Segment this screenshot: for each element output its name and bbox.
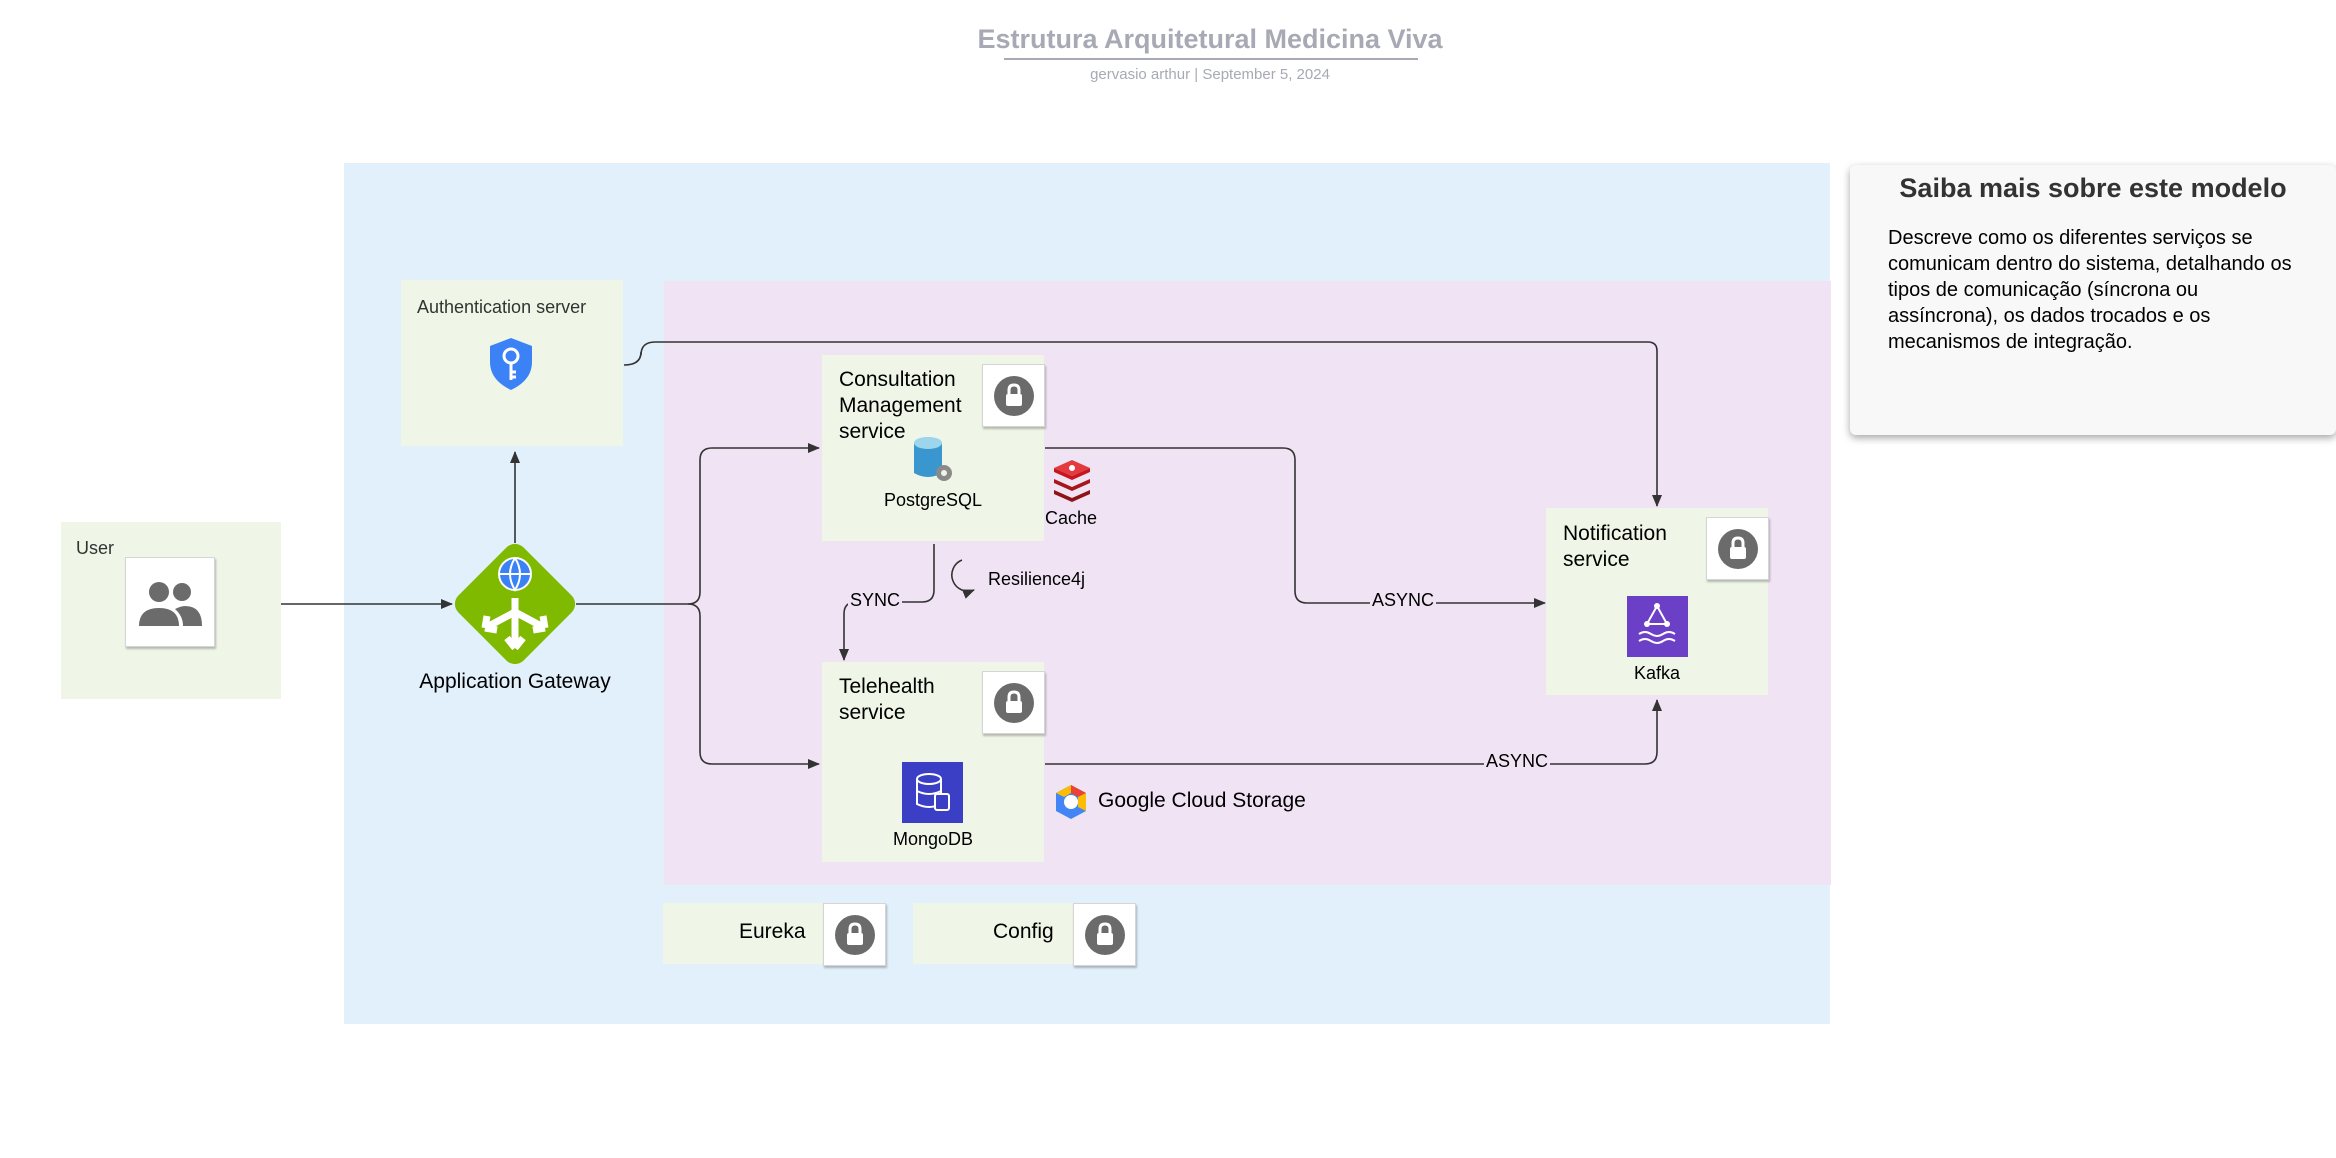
- info-panel-title: Saiba mais sobre este modelo: [1899, 173, 2287, 203]
- shield-key-icon: [490, 338, 532, 390]
- consultation-service-label: Consultation Management service: [839, 368, 962, 443]
- gateway-label: Application Gateway: [419, 670, 611, 693]
- lock-icon: [982, 671, 1045, 734]
- auth-server-label: Authentication server: [417, 297, 587, 317]
- diagram-subtitle: gervasio arthur | September 5, 2024: [1090, 66, 1330, 83]
- postgresql-icon: [914, 437, 952, 481]
- edge-gateway-telehealth: [687, 603, 820, 769]
- config-node[interactable]: Config: [913, 903, 1136, 966]
- lock-icon: [823, 903, 886, 966]
- info-panel: Saiba mais sobre este modelo Descreve co…: [1850, 165, 2336, 435]
- lock-icon: [1706, 517, 1769, 580]
- kafka-label: Kafka: [1633, 663, 1681, 683]
- info-panel-body: Descreve como os diferentes serviços se …: [1888, 227, 2292, 353]
- edge-label-async-telehealth: ASYNC: [1484, 751, 1551, 772]
- eureka-label: Eureka: [739, 920, 806, 943]
- auth-server-node[interactable]: Authentication server: [401, 280, 623, 446]
- resilience-loop-icon: [951, 559, 975, 599]
- edge-auth-notification: [623, 341, 1662, 507]
- consultation-service-node[interactable]: Consultation Management service PostgreS…: [822, 355, 1045, 541]
- postgresql-label: PostgreSQL: [883, 490, 983, 510]
- notification-service-label: Notification service: [1563, 522, 1667, 571]
- edge-telehealth-notification: [1045, 699, 1662, 765]
- gateway-icon[interactable]: [451, 540, 579, 668]
- kafka-icon: [1627, 596, 1688, 657]
- edge-gateway-consultation: [576, 443, 820, 605]
- mongodb-icon: [902, 762, 963, 823]
- diagram-title: Estrutura Arquitetural Medicina Viva: [977, 24, 1443, 54]
- user-node[interactable]: User: [61, 522, 281, 699]
- eureka-node[interactable]: Eureka: [663, 903, 886, 966]
- google-cloud-storage-label: Google Cloud Storage: [1098, 789, 1306, 812]
- cache-label: Cache: [1045, 508, 1098, 528]
- telehealth-service-label: Telehealth service: [839, 675, 935, 724]
- config-label: Config: [993, 920, 1054, 943]
- redis-cache-icon: [1054, 460, 1090, 502]
- lock-icon: [1073, 903, 1136, 966]
- lock-icon: [982, 364, 1045, 427]
- google-cloud-icon: [1056, 785, 1086, 819]
- telehealth-service-node[interactable]: Telehealth service MongoDB: [822, 662, 1045, 862]
- notification-service-node[interactable]: Notification service Kafka: [1546, 508, 1769, 695]
- resilience-label: Resilience4j: [988, 569, 1086, 589]
- user-label: User: [76, 538, 115, 558]
- mongodb-label: MongoDB: [892, 829, 974, 849]
- user-group-icon: [125, 557, 215, 647]
- edge-consultation-notification: [1045, 447, 1546, 608]
- title-underline: [1004, 58, 1418, 60]
- edge-label-sync: SYNC: [848, 590, 903, 611]
- edge-label-async-consultation: ASYNC: [1370, 590, 1437, 611]
